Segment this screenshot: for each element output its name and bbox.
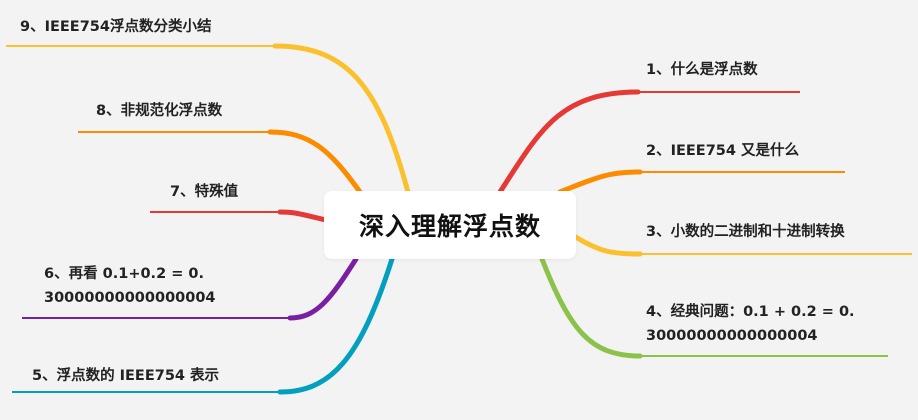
- topic-5[interactable]: 5、浮点数的 IEEE754 表示: [32, 364, 219, 388]
- branch-3-curve: [571, 233, 643, 257]
- topic-1-label: 1、什么是浮点数: [646, 62, 758, 78]
- topic-6[interactable]: 6、再看 0.1+0.2 = 0. 30000000000000004: [44, 262, 216, 310]
- branch-5-curve: [277, 256, 395, 395]
- branch-9-curve: [272, 43, 411, 195]
- topic-7[interactable]: 7、特殊值: [170, 180, 238, 204]
- topic-1[interactable]: 1、什么是浮点数: [646, 58, 758, 82]
- branch-8-curve: [267, 129, 363, 195]
- branch-7-curve: [277, 209, 329, 223]
- topic-3-label: 3、小数的二进制和十进制转换: [646, 224, 845, 240]
- branch-1-curve: [497, 89, 641, 195]
- topic-6-label-line-2: 30000000000000004: [44, 290, 216, 306]
- central-topic-label: 深入理解浮点数: [358, 212, 541, 241]
- topic-4-label-line-1: 4、经典问题：0.1 + 0.2 = 0.: [646, 304, 855, 320]
- branch-2-curve: [557, 169, 643, 195]
- topic-5-label: 5、浮点数的 IEEE754 表示: [32, 368, 220, 384]
- topic-2[interactable]: 2、IEEE754 又是什么: [646, 139, 799, 163]
- central-topic[interactable]: 深入理解浮点数: [324, 191, 576, 259]
- topic-9[interactable]: 9、IEEE754浮点数分类小结: [20, 15, 211, 39]
- topic-6-label-line-1: 6、再看 0.1+0.2 = 0.: [44, 266, 205, 282]
- topic-4[interactable]: 4、经典问题：0.1 + 0.2 = 0. 30000000000000004: [646, 300, 855, 348]
- topic-8[interactable]: 8、非规范化浮点数: [96, 99, 222, 123]
- topic-3[interactable]: 3、小数的二进制和十进制转换: [646, 220, 845, 244]
- branch-4-curve: [539, 256, 643, 359]
- topic-8-label: 8、非规范化浮点数: [96, 103, 223, 119]
- topic-4-label-line-2: 30000000000000004: [646, 328, 818, 344]
- branch-6-curve: [287, 256, 359, 321]
- topic-9-label: 9、IEEE754浮点数分类小结: [20, 19, 212, 35]
- topic-2-label: 2、IEEE754 又是什么: [646, 143, 800, 159]
- topic-7-label: 7、特殊值: [170, 184, 239, 200]
